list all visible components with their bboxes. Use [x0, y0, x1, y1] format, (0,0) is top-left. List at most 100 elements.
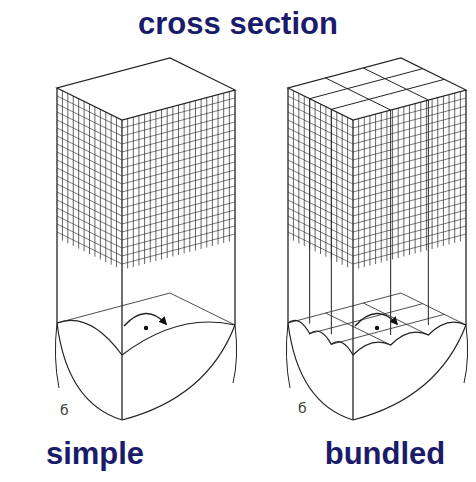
- grid-line: [288, 208, 353, 240]
- grid-line: [415, 104, 416, 254]
- grid-line: [398, 108, 399, 258]
- grid-line: [386, 111, 387, 261]
- figure-letter: б: [60, 402, 69, 418]
- warped-edge: [57, 320, 122, 355]
- warped-edge: [286, 323, 290, 388]
- grid-line: [449, 95, 450, 245]
- grid-line: [122, 98, 235, 128]
- grid-line: [127, 119, 128, 269]
- grid-line: [122, 210, 235, 240]
- grid-line: [460, 92, 461, 242]
- twist-arrow: [124, 313, 166, 326]
- grid-line: [223, 93, 224, 243]
- top-face: [57, 58, 235, 120]
- grid-line: [353, 106, 466, 136]
- section-grid: [331, 314, 444, 344]
- grid-line: [288, 168, 353, 200]
- grid-line: [420, 102, 421, 252]
- simple-prism: [55, 58, 236, 420]
- grid-line: [437, 98, 438, 248]
- grid-line: [288, 104, 353, 136]
- grid-line: [57, 168, 122, 200]
- bundle-line: [363, 68, 428, 100]
- grid-line: [353, 234, 466, 264]
- section-edge: [57, 293, 170, 323]
- grid-line: [122, 202, 235, 232]
- grid-line: [443, 96, 444, 246]
- grid-line: [122, 154, 235, 184]
- grid-line: [57, 120, 122, 152]
- grid-line: [353, 138, 466, 168]
- grid-line: [353, 98, 466, 128]
- grid-line: [353, 202, 466, 232]
- grid-line: [122, 162, 235, 192]
- grid-line: [375, 114, 376, 264]
- grid-line: [122, 170, 235, 200]
- warped-edge: [57, 323, 122, 420]
- bundled-prism: [286, 58, 467, 420]
- bundle-line: [331, 79, 444, 109]
- grid-line: [364, 117, 365, 267]
- grid-line: [229, 92, 230, 242]
- grid-line: [122, 218, 235, 248]
- grid-line: [122, 194, 235, 224]
- grid-line: [138, 116, 139, 266]
- grid-line: [178, 105, 179, 255]
- grid-line: [155, 111, 156, 261]
- prism-edge: [352, 355, 353, 420]
- prism-edge: [121, 120, 122, 355]
- grid-line: [288, 184, 353, 216]
- grid-line: [172, 107, 173, 257]
- grid-line: [288, 192, 353, 224]
- section-edge: [401, 293, 466, 325]
- grid-line: [57, 96, 122, 128]
- axis-dot: [144, 326, 148, 330]
- prism-edge: [465, 90, 466, 325]
- variant-label: simple: [46, 436, 144, 472]
- top-face: [288, 58, 466, 120]
- figure-letter: б: [298, 400, 307, 416]
- grid-line: [353, 146, 466, 176]
- grid-line: [189, 102, 190, 252]
- grid-line: [184, 104, 185, 254]
- grid-line: [288, 232, 353, 264]
- prism-edge: [56, 88, 57, 323]
- section-edge: [288, 293, 401, 323]
- grid-line: [353, 210, 466, 240]
- grid-line: [288, 160, 353, 192]
- section-grid: [363, 303, 428, 335]
- title: cross section: [138, 6, 338, 42]
- bundle-line: [310, 69, 423, 99]
- grid-line: [57, 160, 122, 192]
- section-edge: [170, 293, 235, 325]
- section-grid: [310, 304, 423, 334]
- grid-line: [57, 176, 122, 208]
- grid-line: [144, 114, 145, 264]
- grid-line: [212, 96, 213, 246]
- warped-edge: [288, 323, 353, 420]
- grid-line: [122, 178, 235, 208]
- grid-line: [381, 113, 382, 263]
- grid-line: [133, 117, 134, 267]
- grid-line: [288, 224, 353, 256]
- grid-line: [288, 120, 353, 152]
- axis-dot: [375, 326, 379, 330]
- grid-line: [122, 106, 235, 136]
- grid-line: [353, 218, 466, 248]
- grid-line: [288, 136, 353, 168]
- grid-line: [353, 186, 466, 216]
- grid-line: [288, 216, 353, 248]
- grid-line: [369, 116, 370, 266]
- grid-line: [353, 162, 466, 192]
- grid-line: [57, 192, 122, 224]
- grid-line: [57, 104, 122, 136]
- twist-arrow: [355, 313, 397, 326]
- grid-line: [288, 144, 353, 176]
- grid-line: [57, 224, 122, 256]
- grid-line: [57, 216, 122, 248]
- grid-line: [409, 105, 410, 255]
- grid-line: [288, 176, 353, 208]
- grid-line: [353, 178, 466, 208]
- prism-edge: [234, 90, 235, 325]
